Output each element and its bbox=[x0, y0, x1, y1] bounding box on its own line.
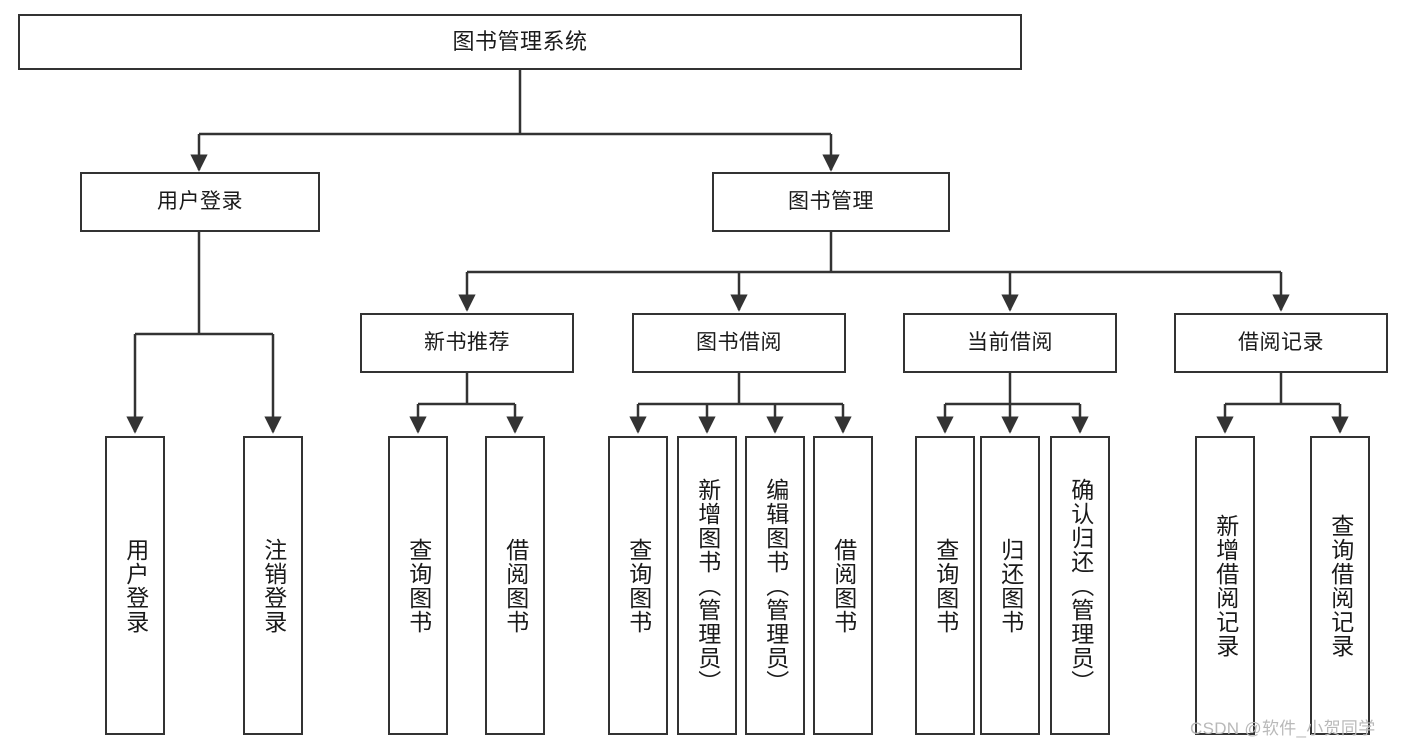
node-leaf-borrowrecord-query[interactable]: 查询借阅记录 bbox=[1310, 436, 1370, 735]
node-leaf-currentborrow-confirm-label: 确认归还（管理员） bbox=[1067, 477, 1094, 694]
node-leaf-borrowrecord-query-label: 查询借阅记录 bbox=[1327, 513, 1354, 658]
node-leaf-bookborrow-borrow[interactable]: 借阅图书 bbox=[813, 436, 873, 735]
node-book-management-label: 图书管理 bbox=[788, 189, 874, 213]
node-leaf-currentborrow-return-label: 归还图书 bbox=[997, 537, 1024, 634]
node-leaf-currentborrow-return[interactable]: 归还图书 bbox=[980, 436, 1040, 735]
node-root-system[interactable]: 图书管理系统 bbox=[18, 14, 1022, 70]
node-book-management[interactable]: 图书管理 bbox=[712, 172, 950, 232]
node-leaf-bookborrow-add-label: 新增图书（管理员） bbox=[694, 477, 721, 694]
node-borrow-record[interactable]: 借阅记录 bbox=[1174, 313, 1388, 373]
node-leaf-newbook-borrow[interactable]: 借阅图书 bbox=[485, 436, 545, 735]
node-leaf-borrowrecord-add-label: 新增借阅记录 bbox=[1212, 513, 1239, 658]
node-leaf-currentborrow-query-label: 查询图书 bbox=[932, 537, 959, 634]
node-leaf-bookborrow-edit-label: 编辑图书（管理员） bbox=[762, 477, 789, 694]
node-borrow-record-label: 借阅记录 bbox=[1238, 330, 1324, 354]
node-leaf-currentborrow-confirm[interactable]: 确认归还（管理员） bbox=[1050, 436, 1110, 735]
node-root-system-label: 图书管理系统 bbox=[452, 29, 588, 55]
csdn-watermark: CSDN @软件_小贺同学 bbox=[1190, 719, 1376, 738]
node-leaf-newbook-query[interactable]: 查询图书 bbox=[388, 436, 448, 735]
node-current-borrow-label: 当前借阅 bbox=[967, 330, 1053, 354]
node-leaf-bookborrow-add[interactable]: 新增图书（管理员） bbox=[677, 436, 737, 735]
node-book-borrow[interactable]: 图书借阅 bbox=[632, 313, 846, 373]
node-current-borrow[interactable]: 当前借阅 bbox=[903, 313, 1117, 373]
node-leaf-bookborrow-query[interactable]: 查询图书 bbox=[608, 436, 668, 735]
node-leaf-user-login-login-label: 用户登录 bbox=[122, 537, 149, 634]
node-leaf-newbook-query-label: 查询图书 bbox=[405, 537, 432, 634]
node-leaf-newbook-borrow-label: 借阅图书 bbox=[502, 537, 529, 634]
node-leaf-bookborrow-borrow-label: 借阅图书 bbox=[830, 537, 857, 634]
node-user-login[interactable]: 用户登录 bbox=[80, 172, 320, 232]
node-user-login-label: 用户登录 bbox=[157, 189, 243, 213]
node-leaf-borrowrecord-add[interactable]: 新增借阅记录 bbox=[1195, 436, 1255, 735]
node-leaf-bookborrow-query-label: 查询图书 bbox=[625, 537, 652, 634]
node-leaf-user-login-logout[interactable]: 注销登录 bbox=[243, 436, 303, 735]
node-leaf-user-login-logout-label: 注销登录 bbox=[260, 537, 287, 634]
node-leaf-user-login-login[interactable]: 用户登录 bbox=[105, 436, 165, 735]
node-leaf-bookborrow-edit[interactable]: 编辑图书（管理员） bbox=[745, 436, 805, 735]
node-leaf-currentborrow-query[interactable]: 查询图书 bbox=[915, 436, 975, 735]
node-book-borrow-label: 图书借阅 bbox=[696, 330, 782, 354]
node-new-book-recommend[interactable]: 新书推荐 bbox=[360, 313, 574, 373]
node-new-book-recommend-label: 新书推荐 bbox=[424, 330, 510, 354]
